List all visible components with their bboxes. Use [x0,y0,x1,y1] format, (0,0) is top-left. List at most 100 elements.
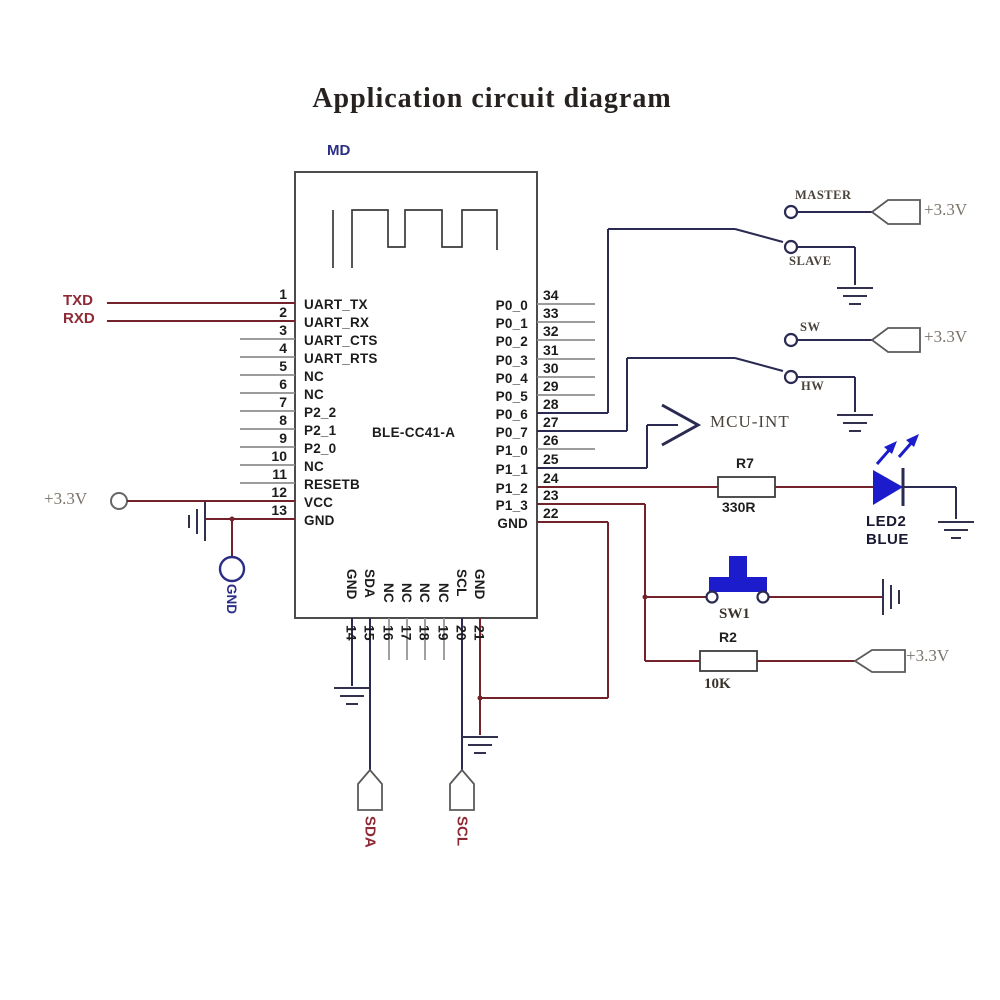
supply-label-r2: +3.3V [906,646,950,665]
right-pin-number: 30 [543,360,559,376]
bottom-pin-number: 17 [398,625,415,641]
ground-icon-slave [837,287,873,305]
role-switch-hw-label: HW [801,379,825,393]
resistor-r2-box [699,650,758,672]
bottom-pin-wires [351,618,481,770]
bottom-pin-label: GND [343,568,359,600]
left-pin-number: 9 [279,430,287,446]
bottom-pin-number: 14 [343,625,360,641]
hw-ground-wire [797,376,856,412]
right-pin-number: 26 [543,432,559,448]
left-pin-number: 10 [271,448,287,464]
right-pin-label: P0_3 [495,353,528,368]
left-pin-number: 3 [279,322,287,338]
left-pin-label: UART_CTS [304,333,378,348]
left-pin-number: 5 [279,358,287,374]
mcu-int-label: MCU-INT [710,412,790,431]
left-pin-number: 7 [279,394,287,410]
gnd-terminal-circle [218,555,246,583]
ground-icon-sw1 [882,579,900,615]
role-switch-sw-label: SW [800,320,821,334]
ground-icon-hw [837,414,873,432]
right-pin-label: P1_2 [495,481,528,496]
left-pin-label: P2_0 [304,441,337,456]
right-pin-label: P1_1 [495,462,528,477]
resistor-r7-ref: R7 [736,455,754,471]
bottom-pin-number: 21 [471,625,488,641]
bottom-pin-number: 16 [380,625,397,641]
scl-header-icon [449,768,475,811]
right-pin-label: P0_6 [495,407,528,422]
bottom-pin-number: 15 [361,625,378,641]
ground-icon-pin21 [462,736,498,754]
right-pin-number: 24 [543,470,559,486]
pushbutton-sw1-icon [705,556,770,604]
bottom-pin-number: 20 [453,625,470,641]
left-pin-number: 13 [271,502,287,518]
bottom-pin-label: NC [435,583,451,603]
resistor-r2-value: 10K [704,676,731,692]
sda-header-icon [357,768,383,811]
left-pin-stub-wires [240,338,295,484]
resistor-r7-box [717,476,776,498]
right-pin-label: P0_2 [495,334,528,349]
right-pin-number: 22 [543,505,559,521]
left-pin-label: P2_1 [304,423,337,438]
pushbutton-sw1-ref: SW1 [719,606,750,622]
right-pin-number: 27 [543,414,559,430]
right-pin-label: GND [497,516,528,531]
supply-tag-r2 [853,649,906,673]
gnd-terminal-label: GND [223,584,239,614]
resistor-r2-ref: R2 [719,629,737,645]
supply-label-master: +3.3V [924,200,968,219]
right-pin-number: 32 [543,323,559,339]
right-pin-number: 28 [543,396,559,412]
right-pin-label: P0_1 [495,316,528,331]
gnd13-wire [205,516,295,557]
page-title: Application circuit diagram [312,83,672,114]
mode-switch-wire [537,228,784,414]
right-pin-number: 31 [543,342,559,358]
net-label-rxd: RXD [63,310,95,327]
right-pin-label: P0_7 [495,425,528,440]
bottom-pin-label: SDA [361,568,377,598]
module-designator: MD [327,142,351,159]
left-pin-label: UART_RTS [304,351,378,366]
bottom-pin-label: SCL [453,568,469,597]
sda-header-label: SDA [361,816,379,848]
ground-icon-vcc [188,502,206,541]
left-pin-label: UART_TX [304,297,368,312]
right-pin-label: P0_5 [495,389,528,404]
left-pin-label: VCC [304,495,334,510]
bottom-pin-number: 19 [435,625,452,641]
right-pin-number: 29 [543,378,559,394]
bottom-pin-label: NC [416,583,432,603]
bottom-pin-label: NC [380,583,396,603]
right-pin-number: 25 [543,451,559,467]
left-pin-label: NC [304,459,324,474]
left-pin-number: 11 [272,466,287,482]
led-emission-arrows-icon [875,434,919,465]
left-pin-number: 6 [279,376,287,392]
left-pin-label: UART_RX [304,315,370,330]
led-branch-wire [537,486,957,519]
role-switch-wire [537,357,784,432]
bottom-pin-number: 18 [416,625,433,641]
supply-tag-sw [870,327,921,353]
bottom-pin-label: GND [471,568,487,600]
left-pin-number: 2 [279,304,287,320]
left-pin-label: NC [304,387,324,402]
left-pin-number: 12 [271,484,287,500]
supply-label-left: +3.3V [44,489,88,508]
mcu-int-arrow-icon [661,403,702,447]
left-pin-number: 1 [279,286,287,302]
led-icon [873,468,905,506]
led-color-label: BLUE [866,531,909,548]
right-pin-number: 23 [543,487,559,503]
right-pin-label: P1_0 [495,443,528,458]
left-pin-number: 4 [279,340,287,356]
gnd22-wire [477,521,609,701]
